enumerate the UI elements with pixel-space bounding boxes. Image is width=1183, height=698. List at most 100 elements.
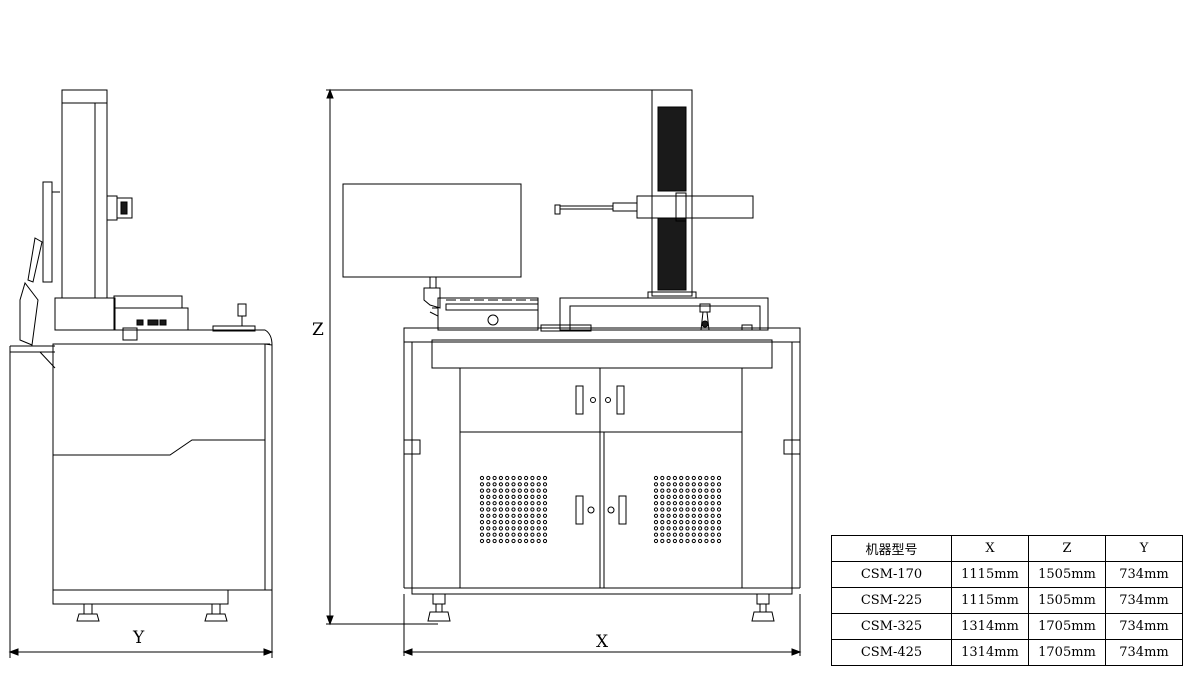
vent-hole xyxy=(493,502,496,505)
vent-hole xyxy=(667,489,670,492)
vent-hole xyxy=(705,508,708,511)
vent-hole xyxy=(673,533,676,536)
vent-hole xyxy=(543,521,546,524)
vent-hole xyxy=(537,489,540,492)
vent-hole xyxy=(531,527,534,530)
vent-hole xyxy=(531,533,534,536)
vent-hole xyxy=(543,514,546,517)
vent-hole xyxy=(654,502,657,505)
vent-hole xyxy=(480,527,483,530)
vent-hole xyxy=(499,508,502,511)
vent-hole xyxy=(711,521,714,524)
vent-hole xyxy=(680,508,683,511)
vent-hole xyxy=(518,508,521,511)
cell-model: CSM-170 xyxy=(831,561,952,588)
vent-hole xyxy=(518,483,521,486)
vent-hole xyxy=(518,495,521,498)
vent-hole xyxy=(705,539,708,542)
vent-hole xyxy=(506,495,509,498)
vent-hole xyxy=(667,539,670,542)
dimension-z-label: Z xyxy=(312,320,324,340)
cell-x: 1314mm xyxy=(951,613,1029,640)
vent-hole xyxy=(487,476,490,479)
vent-hole xyxy=(654,539,657,542)
vent-hole xyxy=(518,533,521,536)
vent-hole xyxy=(480,502,483,505)
vent-hole xyxy=(692,483,695,486)
vent-hole xyxy=(531,502,534,505)
vent-hole xyxy=(525,476,528,479)
vent-hole xyxy=(680,533,683,536)
vent-hole xyxy=(506,539,509,542)
vent-hole xyxy=(518,539,521,542)
table-row: CSM-325 1314mm 1705mm 734mm xyxy=(831,613,1183,640)
vent-hole xyxy=(499,533,502,536)
vent-hole xyxy=(686,508,689,511)
vent-hole xyxy=(480,495,483,498)
vent-hole xyxy=(499,476,502,479)
vent-hole xyxy=(518,502,521,505)
side-view xyxy=(10,90,272,658)
vent-hole xyxy=(537,539,540,542)
vent-hole xyxy=(487,483,490,486)
spec-table: 机器型号 X Z Y CSM-170 1115mm 1505mm 734mm C… xyxy=(831,535,1183,666)
vent-hole xyxy=(487,533,490,536)
vent-hole xyxy=(673,489,676,492)
vent-hole xyxy=(506,533,509,536)
cell-x: 1115mm xyxy=(951,587,1029,614)
vent-hole xyxy=(480,539,483,542)
vent-hole xyxy=(705,533,708,536)
vent-hole xyxy=(499,495,502,498)
vent-hole xyxy=(686,539,689,542)
vent-hole xyxy=(705,483,708,486)
vent-hole xyxy=(711,476,714,479)
vent-hole xyxy=(661,502,664,505)
vent-hole xyxy=(680,495,683,498)
vent-hole xyxy=(525,527,528,530)
vent-hole xyxy=(531,539,534,542)
vent-hole xyxy=(493,483,496,486)
vent-hole xyxy=(686,495,689,498)
vent-hole xyxy=(680,521,683,524)
vent-hole xyxy=(692,495,695,498)
vent-hole xyxy=(493,527,496,530)
vent-hole xyxy=(525,489,528,492)
vent-hole xyxy=(654,489,657,492)
vent-hole xyxy=(661,495,664,498)
vent-hole xyxy=(667,508,670,511)
vent-hole xyxy=(711,508,714,511)
vent-hole xyxy=(518,521,521,524)
vent-hole xyxy=(506,483,509,486)
vent-hole xyxy=(537,533,540,536)
vent-hole xyxy=(493,514,496,517)
vent-hole xyxy=(661,489,664,492)
vent-hole xyxy=(525,502,528,505)
vent-grid-left xyxy=(480,476,546,542)
vent-hole xyxy=(654,508,657,511)
vent-hole xyxy=(512,483,515,486)
cell-z: 1705mm xyxy=(1028,613,1106,640)
vent-hole xyxy=(506,521,509,524)
vent-hole xyxy=(537,502,540,505)
vent-hole xyxy=(705,495,708,498)
vent-hole xyxy=(711,527,714,530)
vent-hole xyxy=(686,533,689,536)
vent-hole xyxy=(717,502,720,505)
vent-hole xyxy=(512,521,515,524)
vent-hole xyxy=(680,514,683,517)
vent-hole xyxy=(717,495,720,498)
vent-hole xyxy=(680,527,683,530)
vent-hole xyxy=(512,489,515,492)
vent-hole xyxy=(699,533,702,536)
vent-hole xyxy=(543,495,546,498)
vent-hole xyxy=(667,514,670,517)
vent-hole xyxy=(525,508,528,511)
cell-z: 1505mm xyxy=(1028,587,1106,614)
vent-hole xyxy=(499,483,502,486)
vent-hole xyxy=(537,495,540,498)
vent-hole xyxy=(531,521,534,524)
vent-hole xyxy=(692,476,695,479)
vent-hole xyxy=(680,476,683,479)
vent-hole xyxy=(543,533,546,536)
vent-hole xyxy=(667,533,670,536)
